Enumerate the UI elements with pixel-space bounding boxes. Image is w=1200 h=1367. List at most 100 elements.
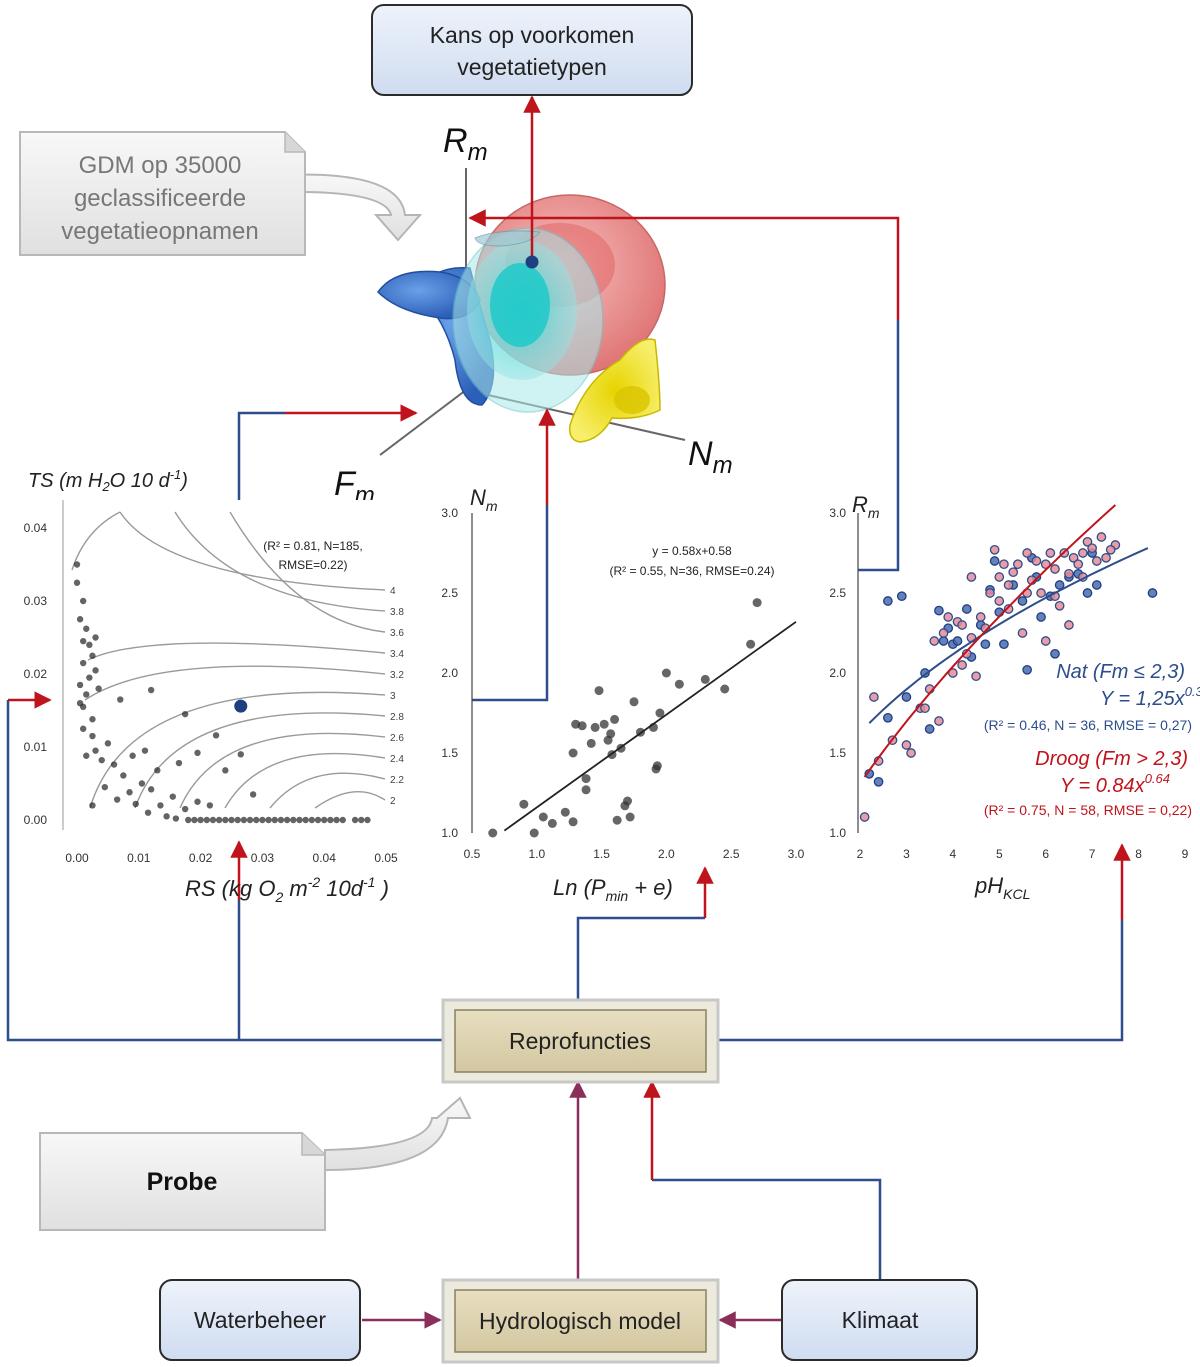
chart3-xtick: 8 [1135, 847, 1142, 861]
chart1-xtick: 0.01 [127, 851, 151, 865]
chart1-contour-label: 2.8 [390, 712, 404, 723]
chart1-point [147, 686, 155, 694]
chart3-point-droog [1082, 536, 1093, 547]
chart1-point [83, 625, 90, 632]
chart2-xtick: 1.0 [528, 847, 545, 861]
line-klimaat-to-repro [652, 1178, 882, 1280]
chart1-ytick: 0.02 [24, 667, 48, 681]
chart2-xtick: 2.5 [723, 847, 740, 861]
chart3-xtick: 4 [950, 847, 957, 861]
line-chart2-to-nm-blue [472, 505, 549, 702]
chart1-point [259, 816, 266, 824]
chart2-point [568, 817, 578, 827]
reprofuncties-box: Reprofuncties [441, 998, 720, 1084]
chart3-point-nat [1147, 588, 1158, 598]
chart3-point-nat [1054, 580, 1065, 590]
chart1-point [277, 816, 285, 824]
chart2-ytick: 2.5 [441, 586, 458, 600]
chart1-point [83, 752, 90, 759]
chart1-contour-label: 3.4 [390, 649, 404, 660]
chart1-point [79, 703, 87, 711]
chart3-ylabel: Rm [852, 492, 880, 521]
chart1-contour-line [87, 642, 386, 661]
chart1-contour-line [179, 732, 386, 809]
chart3-point-droog [920, 703, 930, 714]
chart3-point-droog [1054, 600, 1065, 611]
axis-label-r: Rm [443, 122, 488, 166]
chart2-point [612, 815, 622, 825]
chart3-xlabel: pHKCL [974, 873, 1030, 902]
chart1-ytick: 0.00 [24, 813, 48, 827]
chart3-point-droog [943, 612, 954, 622]
waterbeheer-label: Waterbeheer [194, 1307, 326, 1333]
chart2-xtick: 0.5 [464, 847, 481, 861]
chart1-point [283, 816, 291, 824]
chart2-xtick: 1.5 [593, 847, 610, 861]
chart1-xtick: 0.03 [251, 851, 275, 865]
chart3-ytick: 3.0 [829, 506, 846, 520]
chart1-contour-line [134, 712, 386, 809]
chart3-point-droog [906, 748, 916, 758]
chart1-point [249, 791, 257, 798]
ellipsoid-3d-plot: Rm Fm Nm [334, 122, 733, 509]
chart3-xtick: 6 [1042, 847, 1049, 861]
chart1-contour-line [314, 791, 386, 809]
chart1-point [339, 816, 346, 824]
chart1-ylabel: TS (m H2O 10 d-1) [28, 467, 188, 494]
chart1-point [351, 816, 359, 824]
chart1-contour-label: 2.4 [390, 754, 404, 765]
chart3-point-nat [901, 692, 912, 702]
chart1-point [169, 793, 176, 800]
chart3-point-nat [1017, 596, 1028, 606]
probe-curved-arrow [324, 1096, 472, 1172]
chart3-point-droog [957, 660, 967, 670]
chart3-point-droog [1040, 636, 1051, 646]
chart1-point [79, 637, 87, 645]
chart1-point [141, 747, 149, 754]
chart1-point [86, 674, 93, 681]
chart1-point [79, 725, 87, 732]
gdm-curved-arrow [279, 173, 423, 242]
chart1-point [175, 759, 183, 767]
chart2-equation: y = 0.58x+0.58 [652, 544, 732, 558]
line-repro-to-chart3 [718, 920, 1124, 1042]
probe-label: Probe [147, 1168, 218, 1196]
chart1-contour-line [224, 752, 386, 809]
probe-box: Probe [39, 1096, 472, 1231]
chart1-point [203, 816, 210, 824]
chart3-point-droog [1036, 588, 1046, 598]
cyan-cap [474, 230, 541, 247]
chart2-point [581, 785, 591, 795]
chart3-point-droog [999, 559, 1009, 570]
chart1-xtick: 0.02 [189, 851, 213, 865]
chart2-point [538, 812, 548, 822]
chart2-point [594, 686, 604, 696]
chart1-point [92, 667, 99, 674]
chart1-contour-label: 3 [390, 691, 396, 702]
chart3-point-nat [896, 591, 907, 602]
chart1-point [144, 809, 152, 816]
chart1-point [120, 772, 127, 779]
chart2-point [610, 714, 620, 724]
chart3-point-droog [1105, 544, 1116, 555]
chart3-ytick: 1.5 [829, 746, 846, 760]
chart3-point-nat [883, 596, 893, 606]
chart3-point-droog [938, 628, 949, 638]
reprofuncties-label: Reprofuncties [509, 1028, 651, 1054]
chart1-ytick: 0.01 [24, 740, 48, 754]
chart1-point [314, 816, 322, 824]
axis-label-n: Nm [688, 435, 733, 479]
gdm-line2: geclassificeerde [74, 185, 246, 212]
chart3-point-nat [938, 636, 949, 646]
chart3-droog-name: Droog (Fm > 2,3) [1035, 748, 1188, 770]
chart3-point-droog [1003, 604, 1014, 614]
chart1-point [194, 798, 201, 805]
chart3-point-droog [1003, 580, 1014, 590]
chart3-point-droog [1022, 548, 1032, 558]
chart1-point [92, 634, 99, 641]
chart1-point [89, 716, 96, 723]
chart3-point-droog [1073, 559, 1084, 570]
chart3-xtick: 7 [1089, 847, 1096, 861]
